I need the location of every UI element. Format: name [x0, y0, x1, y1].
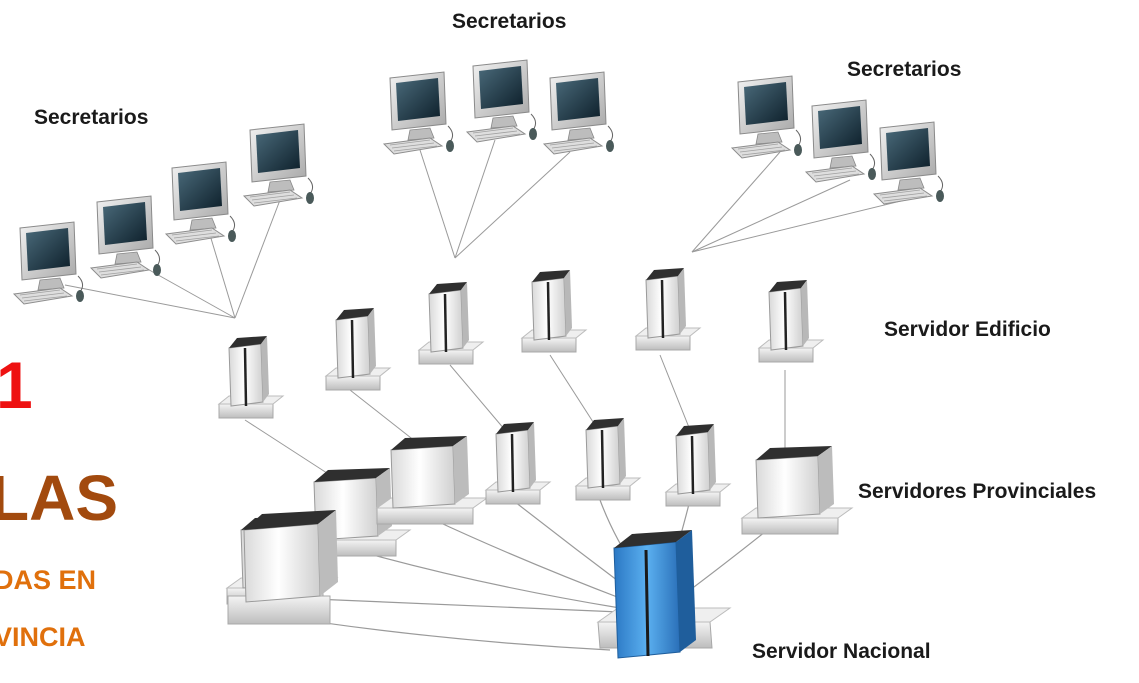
secretary-group-left — [13, 123, 315, 305]
slide-title: LAS — [0, 462, 118, 534]
server-tower-icon — [664, 422, 732, 508]
desktop-computer-icon — [13, 221, 85, 305]
desktop-computer-icon — [466, 59, 538, 143]
desktop-computer-icon — [543, 71, 615, 155]
connector-lines-buildings — [244, 354, 786, 476]
desktop-computer-icon — [805, 99, 877, 183]
label-secretarios-right: Secretarios — [847, 58, 962, 81]
server-tower-icon — [324, 306, 392, 392]
server-wide-icon — [376, 435, 488, 525]
server-tower-icon — [757, 278, 825, 364]
desktop-computer-icon — [165, 161, 237, 245]
server-tower-icon — [574, 416, 642, 502]
label-servidores-provinciales: Servidores Provinciales — [858, 480, 1097, 503]
desktop-computer-icon — [243, 123, 315, 207]
label-secretarios-left: Secretarios — [34, 106, 149, 129]
slide-subtitle-line2: VINCIA — [0, 622, 86, 652]
desktop-computer-icon — [873, 121, 945, 205]
secretary-group-right — [731, 75, 945, 205]
server-tower-icon — [484, 420, 552, 506]
left-large-server — [227, 510, 338, 625]
server-wide-icon — [741, 445, 853, 535]
server-tower-icon — [417, 280, 485, 366]
label-secretarios-center: Secretarios — [452, 10, 567, 33]
slide-subtitle-line1: DAS EN — [0, 565, 97, 595]
server-tower-icon — [520, 268, 588, 354]
server-tower-icon — [634, 266, 702, 352]
desktop-computer-icon — [90, 195, 162, 279]
building-servers — [217, 266, 825, 420]
server-tower-icon — [217, 334, 285, 420]
secretary-group-center — [383, 59, 615, 155]
label-servidor-edificio: Servidor Edificio — [884, 318, 1051, 341]
connector-lines-secretaries — [64, 139, 906, 319]
desktop-computer-icon — [383, 71, 455, 155]
national-server — [596, 530, 732, 659]
label-servidor-nacional: Servidor Nacional — [752, 640, 931, 663]
desktop-computer-icon — [731, 75, 803, 159]
slide-number: 1 — [0, 348, 33, 422]
